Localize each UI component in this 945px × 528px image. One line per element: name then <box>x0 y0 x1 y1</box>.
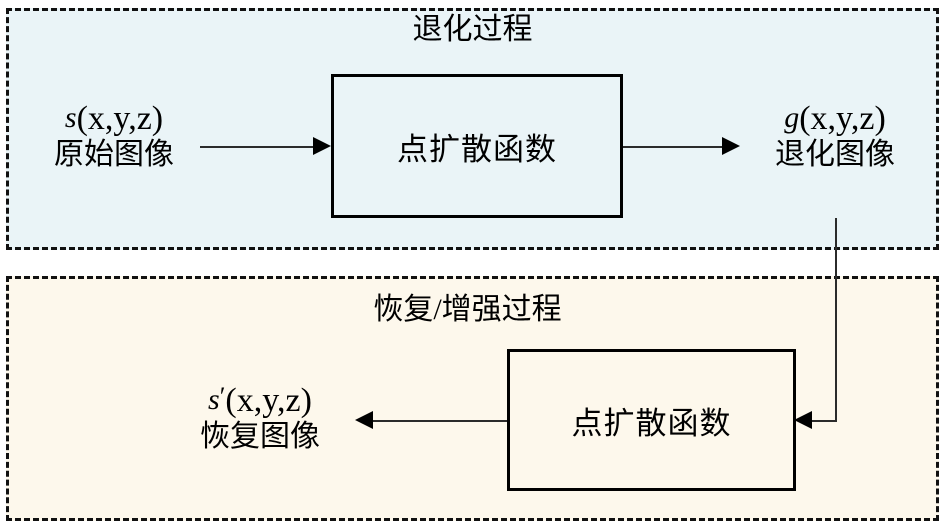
arrow-psf-to-degraded-line <box>623 146 723 148</box>
connector-degraded-to-psf-horizontal <box>812 420 837 422</box>
arrow-source-to-psf-head <box>313 137 331 155</box>
label-restored-symbol: s <box>208 383 220 416</box>
box-psf-degradation[interactable]: 点扩散函数 <box>331 74 623 218</box>
arrow-source-to-psf-line <box>200 146 314 148</box>
label-degraded-math: g(x,y,z) <box>735 100 935 138</box>
panel-restoration-title: 恢复/增强过程 <box>373 293 562 326</box>
label-source-args: (x,y,z) <box>76 100 164 137</box>
arrow-psf-to-restored-line <box>373 420 507 422</box>
box-psf-restoration[interactable]: 点扩散函数 <box>507 349 796 491</box>
box-psf-degradation-label: 点扩散函数 <box>397 131 557 167</box>
label-source-math: s(x,y,z) <box>14 100 214 138</box>
connector-degraded-to-psf-head <box>794 411 812 429</box>
label-source-image: s(x,y,z) 原始图像 <box>14 100 214 172</box>
label-degraded-caption: 退化图像 <box>775 138 895 172</box>
panel-degradation-title: 退化过程 <box>412 13 533 46</box>
arrow-psf-to-degraded-head <box>722 137 740 155</box>
label-restored-args: (x,y,z) <box>225 382 312 419</box>
label-restored-image: s′(x,y,z) 恢复图像 <box>160 382 360 454</box>
label-restored-prime: ′ <box>219 382 226 411</box>
label-source-caption: 原始图像 <box>54 138 174 172</box>
label-degraded-args: (x,y,z) <box>799 100 886 137</box>
label-degraded-symbol: g <box>784 101 800 134</box>
label-degraded-image: g(x,y,z) 退化图像 <box>735 100 935 172</box>
label-source-symbol: s <box>64 101 77 134</box>
label-restored-caption: 恢复图像 <box>200 420 320 454</box>
arrow-psf-to-restored-head <box>355 411 373 429</box>
connector-degraded-to-psf-vertical <box>835 218 837 421</box>
label-restored-math: s′(x,y,z) <box>160 382 360 420</box>
box-psf-restoration-label: 点扩散函数 <box>571 405 732 441</box>
